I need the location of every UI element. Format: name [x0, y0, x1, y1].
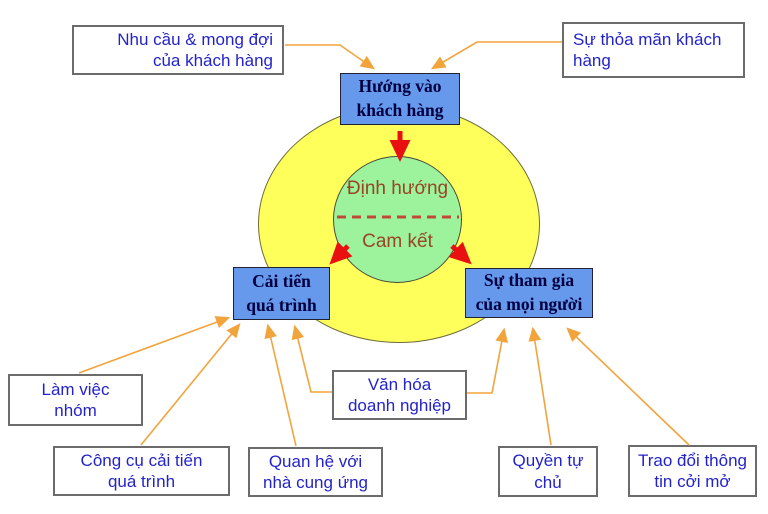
arrow-tools-to-process-improvement	[141, 325, 239, 445]
node-participation: Sự tham gia của mọi người	[465, 268, 593, 318]
arrow-culture-to-participation	[467, 330, 504, 393]
arrow-needs-to-customer-focus	[285, 45, 373, 68]
node-customer-focus-label: Hướng vào khách hàng	[356, 75, 443, 122]
box-corporate-culture-label: Văn hóa doanh nghiệp	[342, 374, 457, 417]
box-improvement-tools-label: Công cụ cải tiến quá trình	[75, 450, 209, 493]
node-participation-label: Sự tham gia của mọi người	[476, 269, 583, 316]
box-autonomy: Quyền tự chủ	[498, 446, 598, 497]
box-supplier-relations: Quan hệ với nhà cung ứng	[248, 447, 383, 497]
core-circle	[333, 156, 462, 283]
arrow-teamwork-to-process-improvement	[79, 318, 228, 373]
node-process-improvement: Cải tiến quá trình	[233, 267, 330, 320]
arrow-autonomy-to-participation	[533, 329, 551, 445]
box-autonomy-label: Quyền tự chủ	[507, 450, 590, 493]
node-process-improvement-label: Cải tiến quá trình	[246, 270, 317, 317]
box-customer-needs-label: Nhu cầu & mong đợi của khách hàng	[111, 29, 282, 72]
core-bottom-label: Cam kết	[333, 231, 462, 253]
box-open-communication: Trao đổi thông tin cởi mở	[628, 445, 757, 497]
box-supplier-relations-label: Quan hệ với nhà cung ứng	[257, 451, 374, 494]
arrow-culture-to-process-improvement	[295, 327, 332, 392]
node-customer-focus: Hướng vào khách hàng	[340, 73, 460, 125]
box-open-communication-label: Trao đổi thông tin cởi mở	[632, 450, 753, 493]
box-improvement-tools: Công cụ cải tiến quá trình	[53, 446, 230, 496]
box-customer-satisfaction: Sự thỏa mãn khách hàng	[562, 22, 745, 78]
box-customer-needs: Nhu cầu & mong đợi của khách hàng	[72, 25, 284, 75]
box-corporate-culture: Văn hóa doanh nghiệp	[332, 370, 467, 420]
core-top-label: Định hướng	[333, 178, 462, 200]
box-teamwork: Làm việc nhóm	[8, 374, 143, 426]
arrow-satisfaction-to-customer-focus	[433, 42, 562, 68]
arrow-suppliers-to-process-improvement	[268, 326, 296, 446]
box-customer-satisfaction-label: Sự thỏa mãn khách hàng	[564, 29, 727, 72]
box-teamwork-label: Làm việc nhóm	[35, 379, 115, 422]
arrow-communication-to-participation	[568, 329, 689, 445]
